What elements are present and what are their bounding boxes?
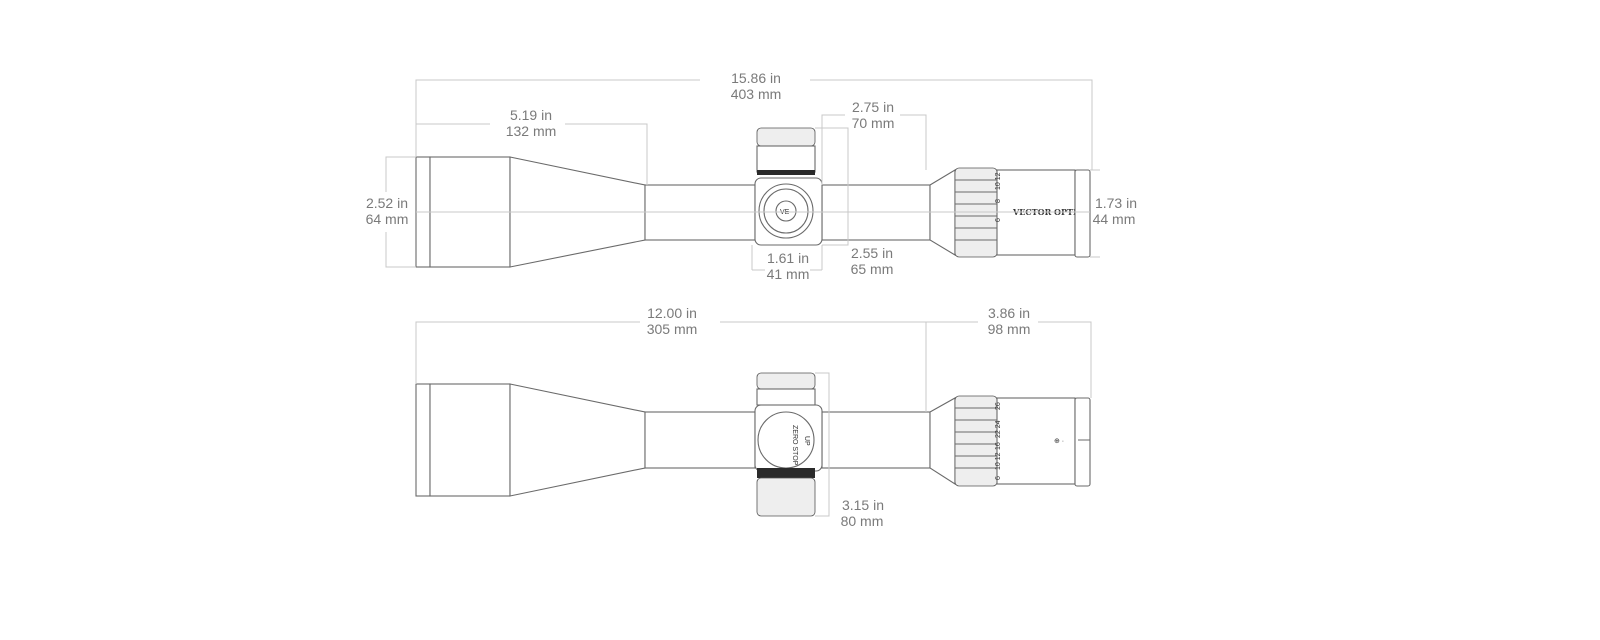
eyepiece-end xyxy=(1074,169,1091,258)
rear-section-in: 2.75 in xyxy=(852,99,894,115)
main-tube-rear xyxy=(821,411,931,469)
eyepiece-diameter-mm: 44 mm xyxy=(1093,211,1136,227)
eyepiece-end xyxy=(1074,397,1091,487)
outline-shape xyxy=(955,407,997,469)
label: ZERO STOP xyxy=(791,425,798,466)
elevation-turret-cap xyxy=(756,127,816,147)
overall-length-mm: 403 mm xyxy=(731,86,782,102)
outline-shape xyxy=(815,127,849,246)
turret-height-in: 2.55 in xyxy=(851,245,893,261)
power-ring xyxy=(954,395,998,487)
outline-shape xyxy=(926,321,1092,398)
top-view-scope: VE VECTOR OPTICS xyxy=(415,127,1091,268)
brand-logo-icon xyxy=(775,200,797,222)
rear-section-mm: 70 mm xyxy=(852,115,895,131)
eyepiece-length-mm: 98 mm xyxy=(988,321,1031,337)
bell-length-in: 5.19 in xyxy=(510,107,552,123)
label: UP xyxy=(803,436,810,446)
outline-shape xyxy=(757,170,815,175)
eyepiece-taper xyxy=(929,397,956,486)
tube-length-mm: 305 mm xyxy=(647,321,698,337)
label: 8 xyxy=(995,199,1002,203)
outline-shape xyxy=(751,245,823,271)
objective-taper xyxy=(509,383,646,497)
label: 10 12 xyxy=(995,452,1002,470)
elevation-turret-scale xyxy=(756,145,816,173)
saddle-width-in: 1.61 in xyxy=(767,250,809,266)
outline-shape xyxy=(385,156,416,268)
eyepiece-length-in: 3.86 in xyxy=(988,305,1030,321)
outline-shape xyxy=(955,179,997,241)
label: 10 12 xyxy=(995,172,1002,190)
outline-shape xyxy=(821,114,927,185)
side-dimension-labels: 12.00 in 305 mm 3.86 in 98 mm 3.15 in 80… xyxy=(647,305,1031,529)
label: 6 xyxy=(995,476,1002,480)
elevation-scale xyxy=(756,388,816,406)
label: 26 xyxy=(995,402,1002,410)
label: 16 xyxy=(995,442,1002,450)
top-dimension-labels: 15.86 in 403 mm 5.19 in 132 mm 2.75 in 7… xyxy=(366,70,1137,282)
label: 22 24 xyxy=(995,420,1002,438)
saddle-width-mm: 41 mm xyxy=(767,266,810,282)
outline-shape xyxy=(415,79,1093,170)
eyepiece-diameter-in: 1.73 in xyxy=(1095,195,1137,211)
bell-length-mm: 132 mm xyxy=(506,123,557,139)
objective-diameter-in: 2.52 in xyxy=(366,195,408,211)
outline-shape xyxy=(416,123,648,185)
label: ⊕ · xyxy=(1054,438,1064,445)
objective-cap xyxy=(415,383,431,497)
turret-span-in: 3.15 in xyxy=(842,497,884,513)
overall-length-in: 15.86 in xyxy=(731,70,781,86)
outline-shape xyxy=(1090,169,1100,258)
objective-bell xyxy=(429,383,511,497)
turret-height-mm: 65 mm xyxy=(851,261,894,277)
elevation-cap xyxy=(756,372,816,390)
turret-span-mm: 80 mm xyxy=(841,513,884,529)
side-view-scope: ZERO STOP UP ⊕ · xyxy=(415,372,1091,517)
illumination-knob xyxy=(756,477,816,517)
main-tube-front xyxy=(644,411,756,469)
objective-diameter-mm: 64 mm xyxy=(366,211,409,227)
tube-length-in: 12.00 in xyxy=(647,305,697,321)
outline-shape xyxy=(815,372,830,517)
side-power-marks: 6 10 12 16 22 24 26 xyxy=(995,402,1002,480)
outline-shape xyxy=(757,468,815,478)
label: 6 xyxy=(995,218,1002,222)
top-power-marks: 6 8 10 12 xyxy=(995,172,1002,222)
side-dimension-lines xyxy=(415,321,1092,517)
top-dimension-lines xyxy=(385,79,1100,271)
